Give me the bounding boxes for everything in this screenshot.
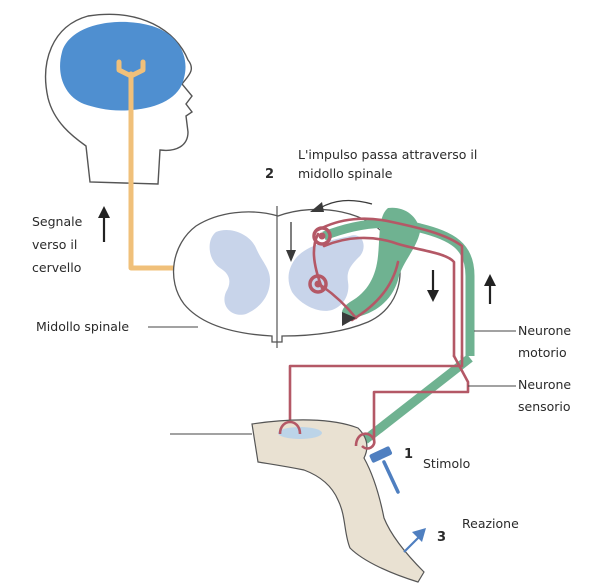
label-stimulus: Stimolo [423, 456, 470, 471]
label-signal-line-3: cervello [32, 260, 81, 275]
label-impulse-line-1: L'impulso passa attraverso il [298, 147, 477, 162]
label-sensory-neuron-line-2: sensorio [518, 399, 571, 414]
down-arrow-right-head [427, 290, 439, 302]
label-reaction: Reazione [462, 516, 519, 531]
brain-shape [60, 22, 185, 111]
spinal-cord-outline [174, 209, 400, 342]
step-2-number: 2 [265, 167, 274, 182]
signal-up-arrow-head [98, 206, 110, 218]
step-1-number: 1 [404, 447, 413, 462]
curved-flow-arrow [320, 201, 372, 208]
leg-shape [252, 420, 424, 582]
label-spinal-cord: Midollo spinale [36, 319, 129, 334]
reaction-arrow [404, 528, 426, 552]
label-motor-neuron-line-1: Neurone [518, 323, 571, 338]
label-signal-line-1: Segnale [32, 214, 83, 229]
step-3-number: 3 [437, 530, 446, 545]
label-impulse-line-2: midollo spinale [298, 166, 393, 181]
label-motor-neuron-line-2: motorio [518, 345, 567, 360]
curved-flow-arrowhead [310, 202, 324, 212]
label-signal-line-2: verso il [32, 237, 77, 252]
up-arrow-right-head [484, 274, 496, 286]
label-sensory-neuron-line-1: Neurone [518, 377, 571, 392]
